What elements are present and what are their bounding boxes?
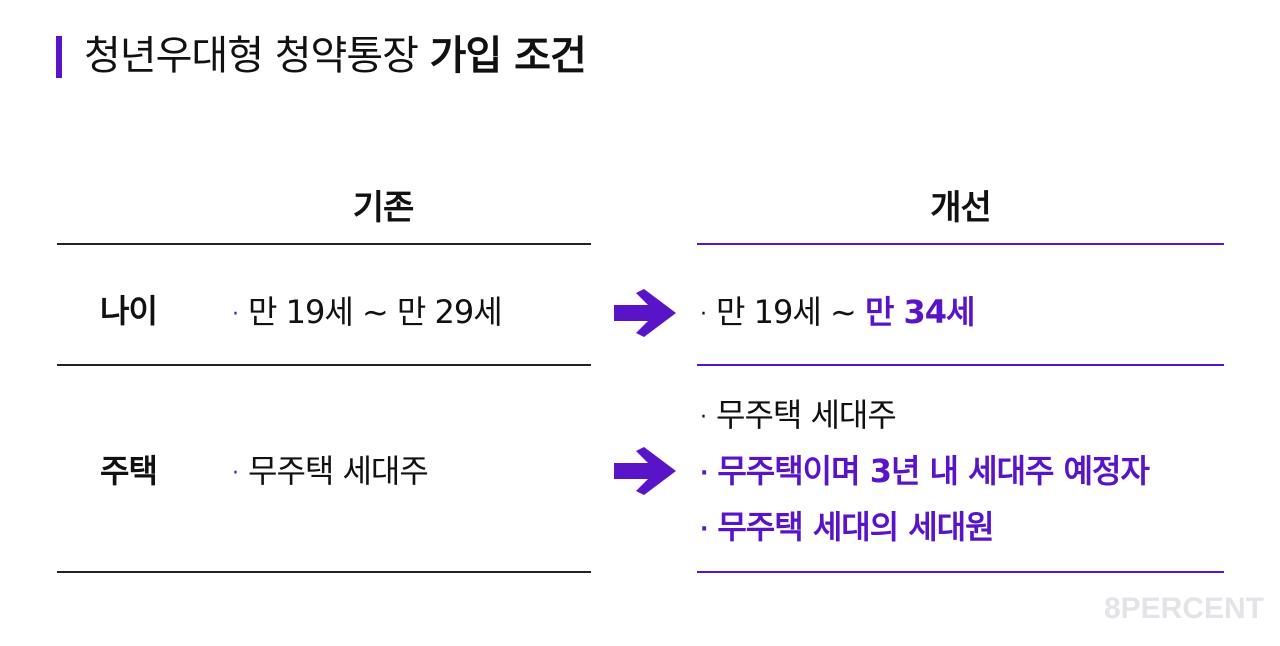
- new-age-item: ·만 19세 ~ 만 34세: [700, 293, 976, 331]
- new-housing-item-2: ·무주택이며 3년 내 세대주 예정자: [700, 452, 1150, 490]
- divider-new-mid: [697, 364, 1224, 366]
- divider-old-top: [57, 243, 591, 245]
- bullet-icon: ·: [700, 516, 708, 542]
- column-header-old: 기존: [352, 188, 415, 228]
- column-header-new: 개선: [930, 188, 992, 228]
- page-title: 청년우대형 청약통장 가입 조건: [84, 28, 587, 84]
- title-accent-bar: [56, 36, 62, 78]
- new-housing-item-1: ·무주택 세대주: [700, 396, 897, 434]
- title-bold: 가입 조건: [429, 33, 587, 79]
- right-arrow-icon: [614, 447, 676, 495]
- right-arrow-icon: [614, 289, 676, 337]
- bullet-icon: ·: [700, 301, 707, 327]
- divider-old-bottom: [57, 571, 591, 573]
- new-age-highlight: 만 34세: [864, 293, 976, 331]
- old-housing-item: ·무주택 세대주: [232, 452, 429, 490]
- divider-old-mid: [57, 364, 591, 366]
- bullet-icon: ·: [232, 460, 239, 486]
- new-housing-item-3: ·무주택 세대의 세대원: [700, 508, 995, 546]
- divider-new-bottom: [697, 571, 1224, 573]
- divider-new-top: [697, 243, 1224, 245]
- title-light: 청년우대형 청약통장: [84, 33, 419, 79]
- row-label-age: 나이: [100, 292, 158, 330]
- bullet-icon: ·: [232, 301, 239, 327]
- brand-watermark: 8PERCENT: [1103, 592, 1264, 625]
- old-age-item: ·만 19세 ~ 만 29세: [232, 293, 503, 331]
- bullet-icon: ·: [700, 460, 708, 486]
- bullet-icon: ·: [700, 404, 707, 430]
- row-label-housing: 주택: [100, 452, 158, 490]
